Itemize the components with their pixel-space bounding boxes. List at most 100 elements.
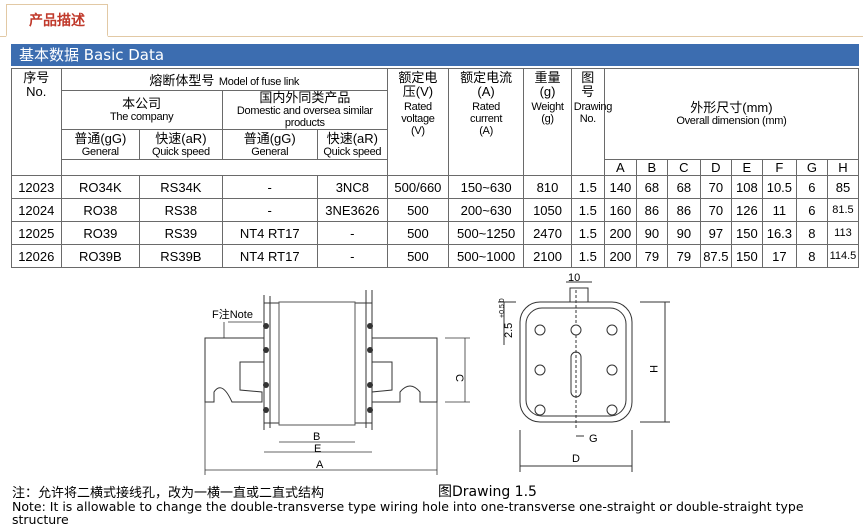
drawing-caption: 图Drawing 1.5: [438, 484, 537, 500]
label-D: D: [572, 453, 580, 465]
table-cell: 1050: [523, 198, 572, 222]
table-cell: RS39: [139, 221, 223, 245]
voltage-header: 额定电压(V) Rated voltage (V): [386, 68, 449, 176]
table-cell: -: [221, 198, 318, 222]
table-cell: 68: [666, 175, 701, 199]
table-cell: 113: [826, 221, 860, 245]
table-cell: 70: [699, 175, 732, 199]
company-header: 本公司 The company: [60, 90, 223, 130]
ar-en: Quick speed: [151, 145, 210, 158]
table-cell: 150: [730, 221, 763, 245]
company-ar-header: 快速(aR)Quick speed: [139, 129, 223, 160]
tab-bar: 产品描述: [0, 0, 863, 40]
dim-en: Overall dimension (mm): [676, 115, 787, 127]
table-cell: 500~1000: [447, 244, 525, 268]
similar-en: Domestic and oversea similar products: [236, 105, 373, 129]
table-cell: RS38: [139, 198, 223, 222]
table-cell: 81.5: [826, 198, 860, 222]
weight-zh: 重量(g): [534, 70, 561, 99]
voltage-en: Rated voltage (V): [401, 101, 435, 137]
table-cell: 79: [635, 244, 668, 268]
table-cell: -: [316, 244, 388, 268]
dim-E: E: [730, 159, 763, 176]
header-row-2: 本公司 The company 国内外同类产品 Domestic and ove…: [12, 90, 859, 130]
section-header: 基本数据 Basic Data: [11, 44, 859, 66]
table-cell: 1.5: [570, 175, 605, 199]
gg-zh: 普通(gG): [74, 130, 127, 146]
dim-F: F: [761, 159, 797, 176]
similar-header: 国内外同类产品 Domestic and oversea similar pro…: [221, 90, 388, 130]
label-H: H: [647, 365, 659, 373]
tab-product-description[interactable]: 产品描述: [6, 4, 108, 37]
fuse-front-holes: [534, 324, 618, 416]
gg-en-2: General: [251, 145, 289, 158]
table-cell: 6: [795, 175, 828, 199]
note-english: Note: It is allowable to change the doub…: [12, 499, 804, 527]
table-cell: 12024: [11, 198, 62, 222]
table-cell: 150~630: [447, 175, 525, 199]
label-10: 10: [568, 272, 580, 284]
drawing-header: 图号 Drawing No.: [570, 68, 613, 176]
table-cell: 68: [635, 175, 668, 199]
table-cell: 108: [730, 175, 763, 199]
tab-underline: [0, 36, 863, 37]
dimension-header: 外形尺寸(mm) Overall dimension (mm): [603, 68, 860, 160]
table-cell: 12023: [11, 175, 62, 199]
table-cell: 200~630: [447, 198, 525, 222]
table-cell: 90: [635, 221, 668, 245]
weight-en: Weight (g): [531, 101, 564, 125]
table-cell: 86: [635, 198, 668, 222]
table-cell: 79: [666, 244, 701, 268]
model-spacer: [60, 159, 388, 176]
table-cell: 16.3: [761, 221, 797, 245]
table-cell: 3NE3626: [316, 198, 388, 222]
table-cell: 500~1250: [447, 221, 525, 245]
table-cell: 11: [761, 198, 797, 222]
dim-H: H: [826, 159, 860, 176]
table-cell: 2100: [523, 244, 572, 268]
model-zh: 熔断体型号: [149, 72, 215, 88]
fuse-front-view: [498, 281, 670, 472]
table-cell: 500: [386, 221, 449, 245]
table-cell: 160: [603, 198, 637, 222]
similar-gg-header: 普通(gG)General: [221, 129, 318, 160]
similar-zh: 国内外同类产品: [259, 90, 351, 105]
table-cell: 200: [603, 221, 637, 245]
table-cell: 70: [699, 198, 732, 222]
table-cell: 8: [795, 221, 828, 245]
similar-ar-header: 快速(aR)Quick speed: [316, 129, 388, 160]
company-gg-header: 普通(gG)General: [60, 129, 141, 160]
table-cell: RO39: [60, 221, 141, 245]
dim-C: C: [666, 159, 701, 176]
table-cell: 2470: [523, 221, 572, 245]
header-row-3: 普通(gG)General 快速(aR)Quick speed 普通(gG)Ge…: [12, 129, 859, 160]
table-cell: 8: [795, 244, 828, 268]
table-cell: 140: [603, 175, 637, 199]
drawing-en: Drawing No.: [573, 101, 613, 125]
table-cell: 500: [386, 198, 449, 222]
table-cell: RO38: [60, 198, 141, 222]
table-cell: 12026: [11, 244, 62, 268]
label-E: E: [314, 443, 321, 455]
table-cell: 1.5: [570, 244, 605, 268]
drawing-labels: F注Note B E A C H D G 10 2.5 +0.5 0: [212, 272, 659, 471]
no-en: No.: [26, 84, 47, 99]
table-cell: RO39B: [60, 244, 141, 268]
spec-table: 序号 No. 熔断体型号 Model of fuse link 额定电压(V) …: [11, 68, 860, 268]
table-cell: 3NC8: [316, 175, 388, 199]
table-cell: 1.5: [570, 221, 605, 245]
ar-zh-2: 快速(aR): [326, 130, 378, 146]
table-cell: 500/660: [386, 175, 449, 199]
model-header: 熔断体型号 Model of fuse link: [60, 68, 388, 91]
fuse-bolts: [263, 323, 373, 413]
current-header: 额定电流(A) Rated current (A): [447, 68, 525, 176]
table-cell: RS39B: [139, 244, 223, 268]
dim-D: D: [699, 159, 732, 176]
company-en: The company: [109, 111, 174, 123]
table-cell: 10.5: [761, 175, 797, 199]
table-cell: 200: [603, 244, 637, 268]
